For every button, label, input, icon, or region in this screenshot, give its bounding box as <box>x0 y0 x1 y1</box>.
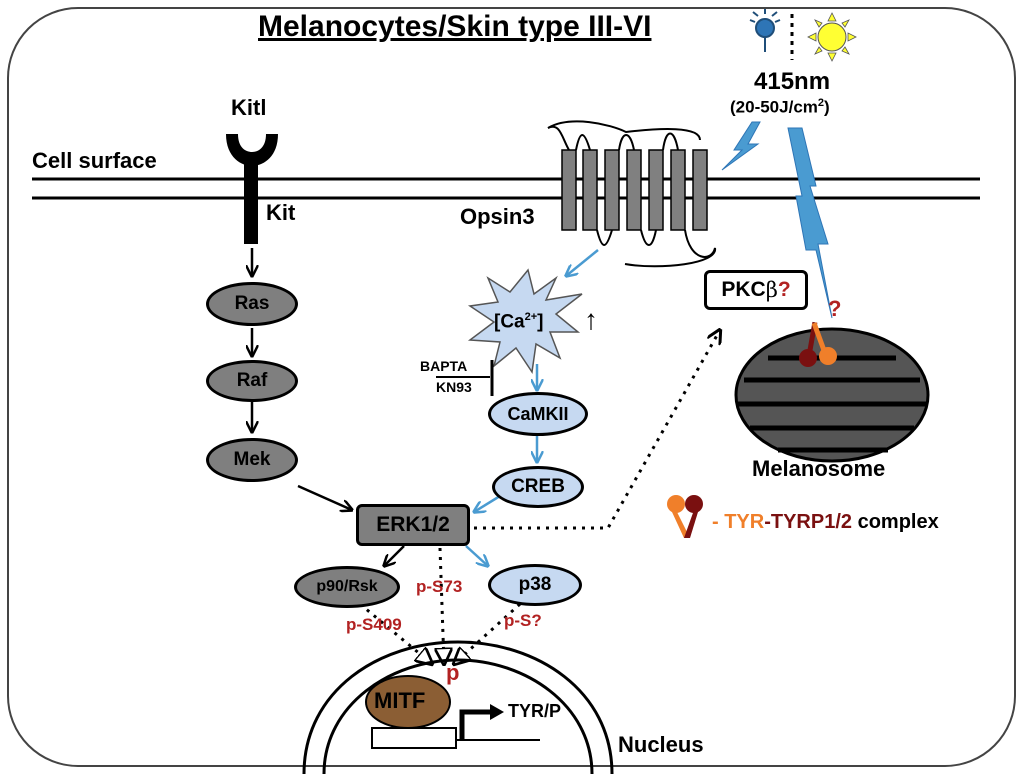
pkc-prefix: PKC <box>721 278 766 301</box>
dose-sup: 2 <box>817 97 825 109</box>
lightning-bolt-small-icon <box>721 121 761 171</box>
legend-text: - TYR-TYRP1/2 complex <box>712 512 939 532</box>
nucleus-outer <box>302 640 614 774</box>
lightning-bolt-large-icon <box>787 127 833 319</box>
kitl-ligand-icon <box>226 134 278 166</box>
phospho-s73-label: p-S73 <box>416 577 463 596</box>
dose-suffix: ) <box>824 97 830 117</box>
transcription-start-arrow <box>459 709 492 740</box>
kn93-label: KN93 <box>436 379 472 395</box>
p90rsk-node: p90/Rsk <box>294 566 400 608</box>
cell-surface-label: Cell surface <box>32 148 157 173</box>
kit-receptor <box>244 156 258 244</box>
legend-tyr: TYR <box>724 511 765 533</box>
tyr-complex-icon <box>799 321 837 367</box>
phospho-p-label: p <box>446 660 460 685</box>
sun-icon <box>807 12 857 62</box>
melanosome-label: Melanosome <box>752 456 886 481</box>
pkc-question: ? <box>777 278 791 301</box>
dose-prefix: (20-50J/cm <box>730 97 818 117</box>
legend-dash: - <box>712 511 725 533</box>
melanosome-question: ? <box>828 296 842 321</box>
calcium-close: ] <box>537 311 544 333</box>
p38-node: p38 <box>488 564 582 606</box>
pkc-beta: β <box>765 278 778 302</box>
camkii-node: CaMKII <box>488 392 588 436</box>
erk-node: ERK1/2 <box>356 504 470 546</box>
kitl-label: Kitl <box>231 95 267 120</box>
mek-node: Mek <box>206 438 298 482</box>
nucleus-inner <box>322 658 594 774</box>
diagram-title: Melanocytes/Skin type III-VI <box>258 10 652 43</box>
opsin3-loops <box>547 125 716 268</box>
opsin3-label: Opsin3 <box>460 204 535 229</box>
calcium-label: [Ca2+] <box>494 311 544 333</box>
wavelength-label: 415nm <box>754 68 831 95</box>
calcium-open: [Ca <box>494 311 525 333</box>
dose-label: (20-50J/cm2) <box>730 98 830 116</box>
target-gene-label: TYR/P <box>508 701 562 721</box>
legend-rest: complex <box>852 511 939 533</box>
creb-node: CREB <box>492 466 584 508</box>
nucleus-label: Nucleus <box>618 732 704 757</box>
ras-node: Ras <box>206 282 298 326</box>
blue-light-icon <box>749 9 781 52</box>
mitf-label: MITF <box>374 688 426 713</box>
calcium-burst <box>467 268 583 375</box>
legend-complex-icon <box>667 495 703 538</box>
bapta-label: BAPTA <box>420 358 468 374</box>
opsin3-icon <box>561 149 708 231</box>
calcium-sup: 2+ <box>524 311 538 323</box>
gene-box <box>371 727 457 749</box>
raf-node: Raf <box>206 360 298 402</box>
legend-tyrp: -TYRP1/2 <box>764 511 853 533</box>
phospho-s409-label: p-S409 <box>346 615 402 634</box>
phospho-s-unknown-label: p-S? <box>504 611 542 630</box>
kit-label: Kit <box>266 200 296 225</box>
calcium-increase-icon: ↑ <box>584 304 598 335</box>
